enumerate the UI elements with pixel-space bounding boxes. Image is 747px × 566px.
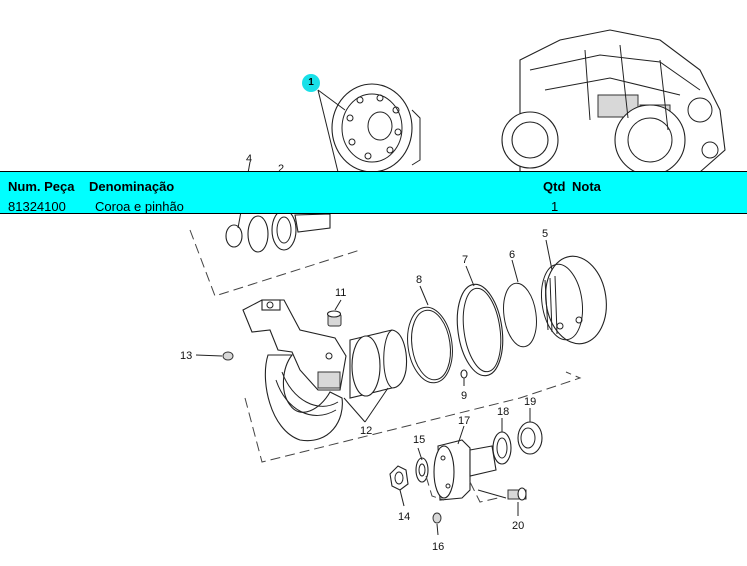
header-quantity: Qtd [543,179,566,194]
callout-11: 11 [335,287,346,299]
header-note: Nota [572,179,601,194]
callout-8: 8 [416,274,422,286]
plug-part-11 [326,310,342,327]
bearing-part-12 [349,329,408,399]
header-description: Denominação [89,179,175,194]
row-description: Coroa e pinhão [95,199,184,214]
callout-19: 19 [524,396,536,408]
row-quantity: 1 [551,199,559,214]
o-ring-part-8 [407,306,453,384]
axle-bracket-drawing [242,299,347,442]
callout-2: 2 [278,163,284,175]
row-part-number[interactable]: 81324100 [8,199,66,214]
ring-part-5 [541,255,607,345]
callout-16: 16 [432,541,444,553]
parts-table: Num. Peça Denominação Qtd Nota 81324100 … [0,171,747,214]
o-ring-part-6 [503,282,537,348]
hub-part-17 [433,439,497,501]
screw-part-13 [222,351,234,361]
callout-15: 15 [413,434,425,446]
nut-part-16 [432,512,442,524]
washer-part-15 [415,457,429,483]
callout-17: 17 [458,415,470,427]
nut-part-14 [389,465,409,491]
ring-gear-part-1 [331,83,421,173]
callout-7: 7 [462,254,468,266]
seal-part-18 [492,431,512,465]
pin-part-9 [460,369,468,379]
pinion-seal-parts [225,209,331,253]
callout-18: 18 [497,406,509,418]
callout-5: 5 [542,228,548,240]
callout-14: 14 [398,511,410,523]
bearing-part-19 [517,421,543,455]
seal-part-7 [456,283,504,377]
callout-12: 12 [360,425,372,437]
axle-housing-drawing [501,29,726,176]
header-part-number: Num. Peça [8,179,75,194]
callout-6: 6 [509,249,515,261]
callout-4: 4 [246,153,252,165]
callout-13: 13 [180,350,192,362]
callout-9: 9 [461,390,467,402]
callout-1-highlighted[interactable]: 1 [302,74,320,92]
callout-20: 20 [512,520,524,532]
bolt-part-20 [477,487,527,501]
